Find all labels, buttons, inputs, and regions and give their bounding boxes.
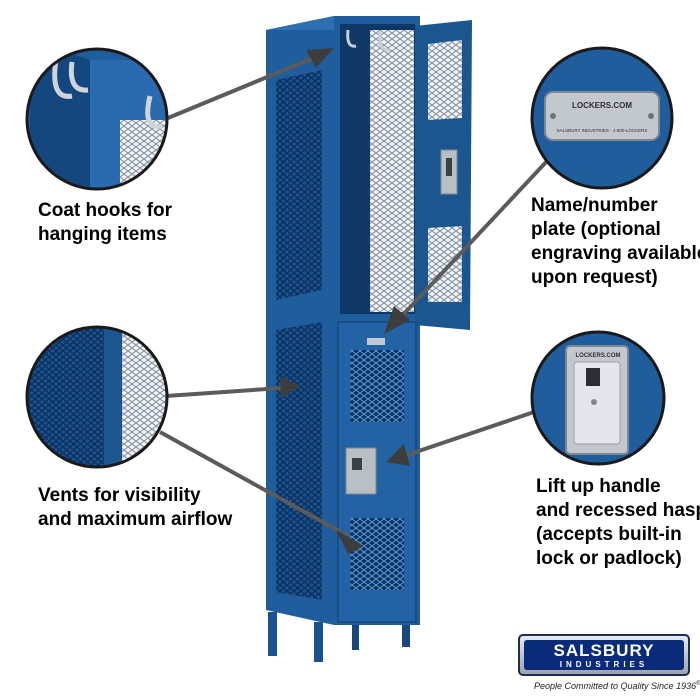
callout-line: Lift up handle (536, 476, 661, 497)
callout-line: plate (optional (531, 219, 661, 240)
arrow-plate (398, 158, 550, 320)
coat-hook-icon (378, 31, 391, 52)
trademark-mark: ® (696, 681, 700, 687)
callout-coat-hooks: Coat hooks for hanging items (38, 199, 172, 247)
callout-handle: Lift up handle and recessed hasp (accept… (536, 475, 700, 571)
arrow-head-icon (280, 376, 300, 398)
side-vent-lower (276, 322, 322, 600)
callout-line: Vents for visibility (38, 485, 201, 506)
lower-number-plate (367, 338, 385, 345)
callout-line: (accepts built-in (536, 524, 682, 545)
handle-slot (446, 158, 452, 176)
locker-leg-back-right (402, 615, 410, 647)
brand-tagline: People Committed to Quality Since 1936 (534, 681, 697, 691)
callout-line: Name/number (531, 195, 658, 216)
callout-line: and maximum airflow (38, 509, 233, 530)
callout-name-plate: Name/number plate (optional engraving av… (531, 194, 700, 290)
lower-door-vent-top (350, 350, 404, 422)
detail-circle-plate: LOCKERS.COM SALSBURY INDUSTRIES · 1-800-… (530, 46, 674, 190)
arrow-hooks (167, 54, 319, 120)
lower-door-hasp (345, 447, 377, 495)
coat-hook-icon (346, 29, 357, 48)
brand-name: SALSBURY (553, 640, 655, 660)
arrow-vents-door (159, 430, 349, 538)
detail-circle-handle: LOCKERS.COM (530, 330, 666, 466)
arrow-head-icon (386, 444, 410, 466)
interior-back-mesh (370, 30, 414, 312)
hasp-slot (352, 458, 362, 470)
callout-line: hanging items (38, 224, 167, 245)
callout-line: and recessed hasp (536, 500, 700, 521)
locker-leg-front-right (314, 622, 323, 662)
detail-circle-vents (25, 325, 169, 469)
brand-logo-inner: SALSBURY INDUSTRIES (524, 640, 684, 670)
upper-door-vent-top (428, 40, 462, 120)
arrow-head-icon (306, 48, 334, 68)
callout-vents: Vents for visibility and maximum airflow (38, 484, 232, 532)
locker-unit (266, 16, 472, 662)
brand-logo: SALSBURY INDUSTRIES (518, 634, 690, 676)
arrow-head-icon (384, 306, 410, 334)
arrow-handle (403, 410, 535, 458)
plate-label-bottom: SALSBURY INDUSTRIES · 1-800-LOCKERS (557, 128, 648, 133)
callout-line: upon request) (531, 267, 658, 288)
upper-door-vent-bottom (428, 226, 462, 302)
locker-leg-front-left (268, 612, 277, 656)
brand-sub: INDUSTRIES (559, 659, 649, 669)
locker-leg-back-left (352, 620, 359, 650)
callout-arrows (159, 48, 550, 554)
callout-line: lock or padlock) (536, 548, 682, 569)
callout-line: Coat hooks for (38, 200, 173, 221)
brand-tagline-wrap: People Committed to Quality Since 1936® (534, 681, 700, 691)
detail-circle-hooks (25, 47, 169, 191)
side-vent-upper (276, 70, 322, 300)
lower-door-vent-bottom (350, 518, 404, 590)
arrow-head-icon (336, 530, 364, 554)
plate-label-top: LOCKERS.COM (572, 101, 632, 110)
hasp-label: LOCKERS.COM (576, 353, 621, 359)
callout-line: engraving available (531, 243, 700, 264)
arrow-vents-side (165, 386, 283, 398)
